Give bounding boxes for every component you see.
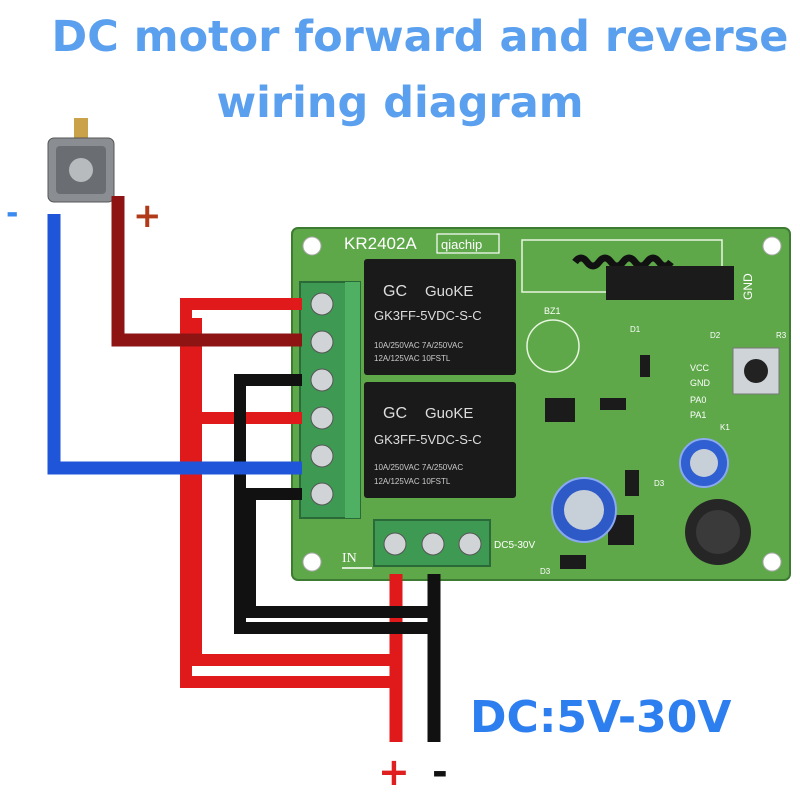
wire-motor-minus [47, 214, 302, 475]
silk-r3: D3 [654, 479, 665, 488]
wire-motor-plus [111, 196, 302, 347]
silk-d3: D3 [540, 567, 551, 576]
smd-component [600, 398, 626, 410]
buzzer-label: BZ1 [544, 306, 561, 316]
input-screw-3 [458, 532, 482, 556]
terminal-screw-1 [310, 292, 334, 316]
wire-black-outer [234, 374, 434, 634]
pin-label-vcc: VCC [690, 363, 710, 373]
rf-chip [606, 266, 734, 300]
smd-component [625, 470, 639, 496]
relay-1-model: GK3FF-5VDC-S-C [374, 308, 482, 323]
title-line-2: wiring diagram [216, 78, 584, 128]
mount-hole [302, 552, 322, 572]
power-minus-label: - [432, 750, 448, 794]
ic-chip [545, 398, 575, 422]
pin-label-pa0: PA0 [690, 395, 706, 405]
diode [560, 555, 586, 569]
power-plus-label: + [378, 750, 410, 794]
smd-component [640, 355, 650, 377]
relay-2-rating-1: 10A/250VAC 7A/250VAC [374, 463, 463, 472]
terminal-screw-2 [310, 330, 334, 354]
relay-1: GC GuoKE GK3FF-5VDC-S-C 10A/250VAC 7A/25… [364, 259, 516, 375]
relay-1-rating-1: 10A/250VAC 7A/250VAC [374, 341, 463, 350]
board-model: KR2402A [344, 234, 417, 253]
mount-hole [302, 236, 322, 256]
capacitor-top [564, 490, 604, 530]
board-brand: qiachip [441, 237, 482, 252]
capacitor-top [690, 449, 718, 477]
silk-c3: K1 [720, 423, 730, 432]
relay-2: GC GuoKE GK3FF-5VDC-S-C 10A/250VAC 7A/25… [364, 382, 516, 498]
wire-red-outer [180, 298, 396, 688]
wire-black-inner [244, 488, 434, 618]
mount-hole [762, 236, 782, 256]
motor-plus-label: + [133, 196, 162, 236]
relay-2-rating-2: 12A/125VAC 10FSTL [374, 477, 451, 486]
relay-2-brand-icon: GC [383, 405, 407, 422]
silk-d2: D2 [710, 331, 721, 340]
supply-voltage-label: DC:5V-30V [470, 692, 732, 743]
learn-button-cap [744, 359, 768, 383]
input-screw-2 [421, 532, 445, 556]
brand-box [436, 233, 500, 254]
title-line-1: DC motor forward and reverse [51, 12, 789, 62]
terminal-screw-4 [310, 406, 334, 430]
wire-red-inner-run [190, 318, 396, 666]
relay-1-rating-2: 12A/125VAC 10FSTL [374, 354, 451, 363]
motor-minus-label: - [6, 196, 19, 231]
input-screw-1 [383, 532, 407, 556]
input-label: IN [342, 551, 357, 566]
terminal-screw-6 [310, 482, 334, 506]
antenna-gnd-label: GND [741, 273, 755, 300]
relay-2-brand: GuoKE [425, 405, 473, 422]
terminal-screw-5 [310, 444, 334, 468]
relay-1-brand-icon: GC [383, 283, 407, 300]
pin-label-pa1: PA1 [690, 410, 706, 420]
silk-k1: R3 [776, 331, 787, 340]
mount-hole [762, 552, 782, 572]
antenna-coil [572, 254, 674, 270]
terminal-block-edge [345, 282, 360, 518]
terminal-screws [310, 292, 334, 506]
input-voltage-label: DC5-30V [494, 540, 535, 551]
inductor-core [696, 510, 740, 554]
motor-icon [47, 118, 115, 203]
buzzer-outline [526, 319, 580, 373]
relay-2-model: GK3FF-5VDC-S-C [374, 432, 482, 447]
pin-label-gnd: GND [690, 378, 711, 388]
relay-1-brand: GuoKE [425, 283, 473, 300]
terminal-screw-3 [310, 368, 334, 392]
silk-d1: D1 [630, 325, 641, 334]
